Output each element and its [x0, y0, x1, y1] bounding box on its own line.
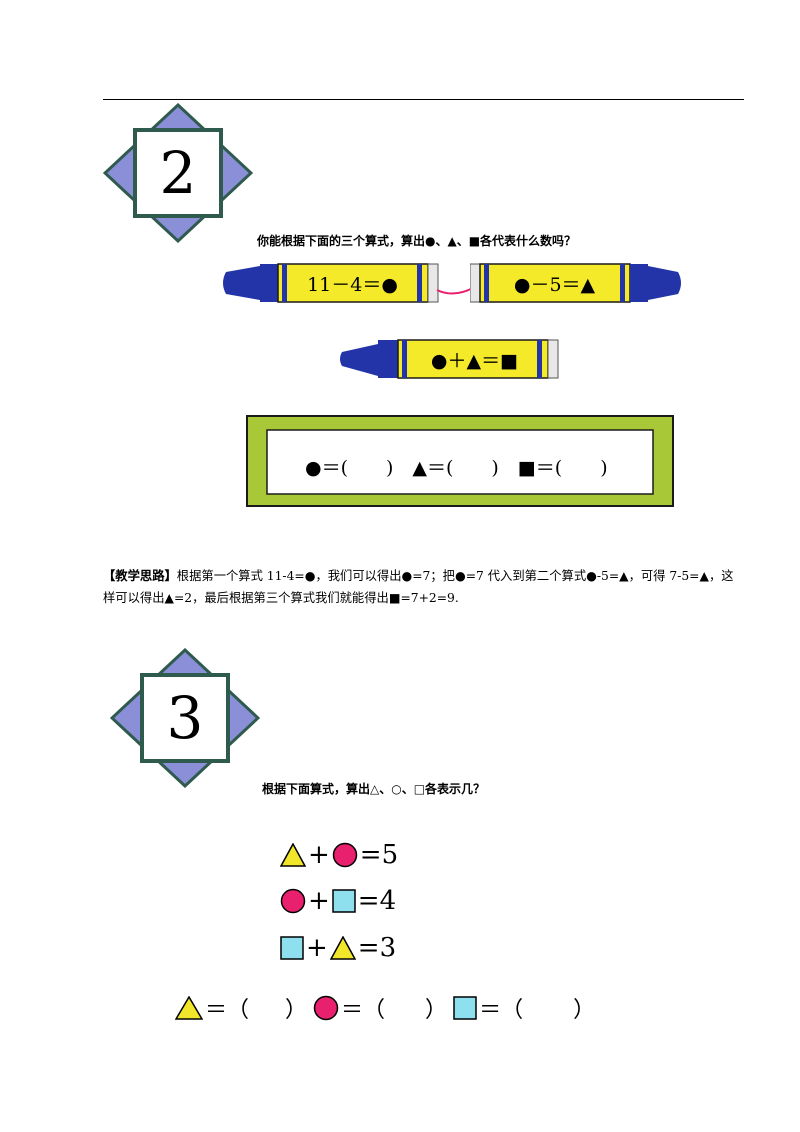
yellow-triangle-icon	[175, 996, 203, 1020]
pink-circle-icon	[332, 842, 358, 868]
crayon-2: ●－5＝▲	[469, 260, 685, 306]
equation-3: + =3	[280, 933, 396, 963]
answer-open: ＝（	[341, 998, 386, 1023]
section-2-number: 2	[159, 139, 197, 207]
teaching-label: 【教学思路】	[103, 568, 177, 583]
section-3-number: 3	[166, 684, 204, 752]
teaching-text: 根据第一个算式 11-4=●，我们可以得出●=7；把●=7 代入到第二个算式●-…	[103, 569, 734, 605]
section-3-badge: 3	[109, 647, 261, 789]
equation-2: + =4	[280, 886, 396, 916]
teaching-notes: 【教学思路】根据第一个算式 11-4=●，我们可以得出●=7；把●=7 代入到第…	[103, 565, 744, 609]
answer-close: ）	[425, 998, 448, 1023]
answer-blanks: ●＝( ) ▲＝( ) ■＝( )	[305, 457, 608, 479]
crayon-icon	[340, 339, 559, 379]
answer-close: ）	[573, 998, 596, 1023]
equation-1: + =5	[280, 840, 398, 870]
answer-close: ）	[285, 998, 308, 1023]
header-rule	[103, 99, 744, 100]
answer-open: ＝（	[479, 998, 524, 1023]
cyan-square-icon	[453, 996, 477, 1020]
equation-result: =3	[357, 933, 397, 963]
crayon-icon	[223, 263, 439, 303]
diamond-badge-icon	[102, 102, 254, 244]
green-frame-icon	[246, 415, 674, 507]
answer-frame: ●＝( ) ▲＝( ) ■＝( )	[243, 410, 677, 510]
section-3-answers: ＝（ ） ＝（ ） ＝（ ）	[175, 992, 595, 1024]
crayon-3-text: ●＋▲＝■	[430, 349, 519, 372]
yellow-triangle-icon	[329, 936, 356, 960]
section-2-badge: 2	[102, 102, 254, 244]
crayon-1-text: 11－4＝●	[307, 273, 398, 296]
pink-circle-icon	[280, 888, 306, 914]
cyan-square-icon	[280, 936, 304, 960]
crayon-2-text: ●－5＝▲	[513, 273, 596, 296]
crayon-1: 11－4＝●	[220, 260, 440, 306]
answer-open: ＝（	[205, 998, 250, 1023]
equation-result: =4	[357, 886, 397, 916]
section-3-question: 根据下面算式，算出△、○、□各表示几？	[262, 782, 486, 796]
diamond-badge-icon	[109, 647, 261, 789]
crayon-icon	[469, 263, 681, 303]
crayon-3: ●＋▲＝■	[338, 336, 560, 382]
plus-sign: +	[308, 840, 330, 870]
section-2-question: 你能根据下面的三个算式，算出●、▲、■各代表什么数吗？	[257, 234, 577, 248]
plus-sign: +	[308, 886, 330, 916]
yellow-triangle-icon	[280, 843, 306, 867]
string-connector	[436, 287, 474, 295]
pink-circle-icon	[313, 995, 339, 1021]
cyan-square-icon	[332, 889, 356, 913]
plus-sign: +	[306, 933, 328, 963]
equation-result: =5	[359, 840, 399, 870]
